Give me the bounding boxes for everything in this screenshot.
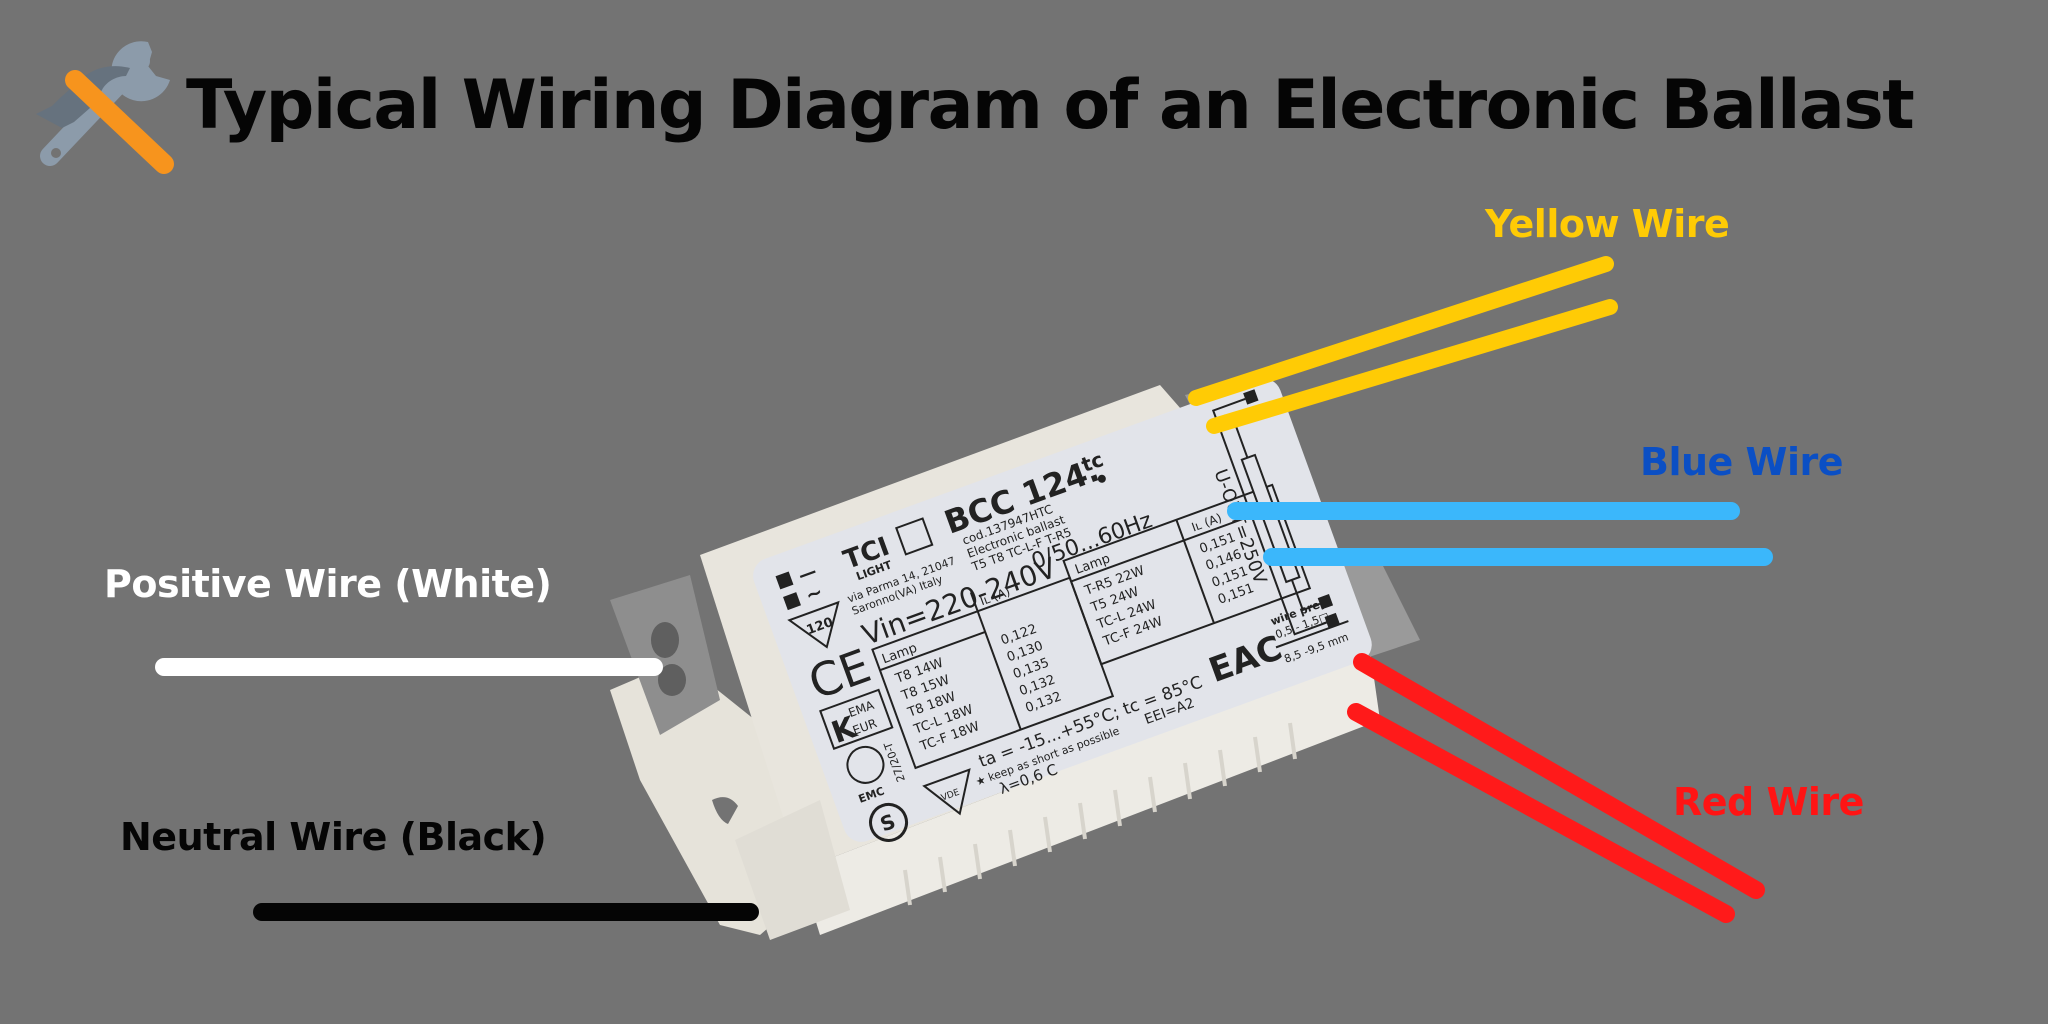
yellow-wire-2 xyxy=(1206,299,1618,434)
yellow-wire-group xyxy=(1188,256,1618,434)
brand-logo xyxy=(895,517,934,556)
blue-wire-label: Blue Wire xyxy=(1640,440,1844,484)
svg-text:~: ~ xyxy=(802,579,826,607)
front-clip xyxy=(735,800,850,940)
blue-wire-group xyxy=(1227,502,1773,566)
red-wire-group xyxy=(1347,653,1765,923)
red-wire-1 xyxy=(1353,653,1765,899)
red-wire-label: Red Wire xyxy=(1673,780,1864,824)
red-wire-2 xyxy=(1347,703,1735,923)
hammer-wrench-tools-icon xyxy=(36,41,174,174)
page-title: Typical Wiring Diagram of an Electronic … xyxy=(186,66,1915,145)
yellow-wire-1 xyxy=(1188,256,1614,406)
ballast-front-side xyxy=(800,650,1380,935)
vde-triangle xyxy=(922,768,971,816)
hammer-icon xyxy=(36,66,174,174)
positive-wire-label: Positive Wire (White) xyxy=(104,562,552,606)
label-sticker xyxy=(753,378,1372,842)
yellow-wire-label: Yellow Wire xyxy=(1485,202,1730,246)
neutral-wire-label: Neutral Wire (Black) xyxy=(120,815,547,859)
s-mark-symbol xyxy=(869,802,909,842)
mounting-slot xyxy=(712,797,738,824)
emc-symbol xyxy=(846,745,885,784)
ribs xyxy=(903,722,1297,906)
